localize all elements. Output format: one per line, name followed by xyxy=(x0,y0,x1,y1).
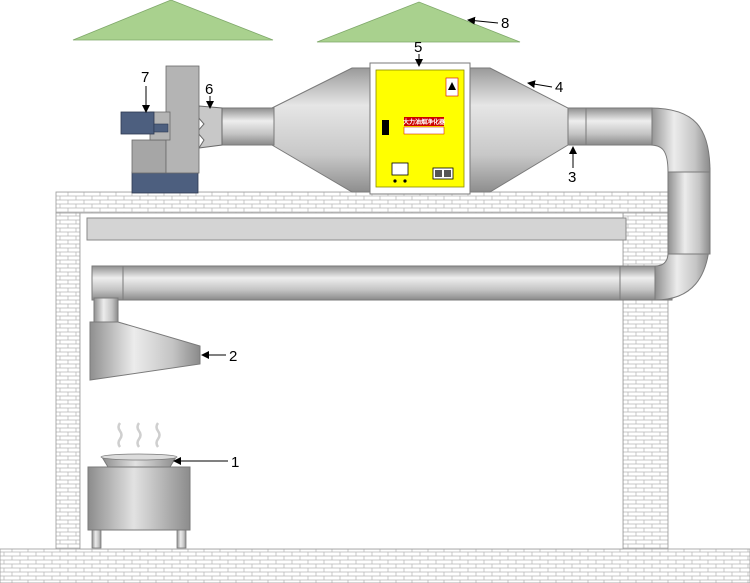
panel-switch xyxy=(382,120,389,135)
roof-slab xyxy=(55,191,669,214)
callout-label-4: 4 xyxy=(555,79,563,96)
panel-title: 大力油烟净化器 xyxy=(403,118,446,126)
callout-label-2: 2 xyxy=(229,348,237,365)
riser-duct xyxy=(567,107,711,301)
range-hood xyxy=(89,321,201,381)
stove-leg-right xyxy=(176,527,187,549)
callout-label-5: 5 xyxy=(414,39,422,56)
stove-pot xyxy=(87,422,191,549)
panel-display xyxy=(432,167,454,180)
stove-leg-left xyxy=(91,527,102,549)
arrow-8 xyxy=(467,16,499,25)
purifier: 大力油烟净化器 xyxy=(271,62,569,195)
steam-1 xyxy=(117,422,123,448)
callout-label-3: 3 xyxy=(568,169,576,186)
callout-label-7: 7 xyxy=(141,69,149,86)
warning-icon xyxy=(448,82,456,90)
arrow-4 xyxy=(527,80,553,89)
right-wall xyxy=(622,212,669,550)
flexible-joint xyxy=(196,105,223,149)
floor xyxy=(0,548,750,583)
callout-label-1: 1 xyxy=(231,454,239,471)
interior-duct xyxy=(91,265,673,325)
callout-label-6: 6 xyxy=(205,81,213,98)
rain-cover-left xyxy=(72,0,274,41)
steam-2 xyxy=(136,422,142,448)
inlet-duct xyxy=(221,107,275,146)
steam-3 xyxy=(155,422,161,448)
panel-knob-1 xyxy=(393,179,397,183)
purifier-cone xyxy=(467,67,569,193)
panel-warning-strip xyxy=(403,126,445,135)
panel-knob-2 xyxy=(403,179,407,183)
wok-rim xyxy=(100,453,178,461)
purifier-cone-left xyxy=(271,67,374,193)
callout-arrows xyxy=(142,16,577,465)
stove-body xyxy=(87,466,191,531)
exhaust-fan xyxy=(120,65,200,194)
callout-label-8: 8 xyxy=(501,15,509,32)
ceiling-beam xyxy=(86,217,627,241)
panel-nameplate xyxy=(404,117,444,126)
panel-meter xyxy=(391,162,409,176)
left-wall xyxy=(55,212,81,550)
